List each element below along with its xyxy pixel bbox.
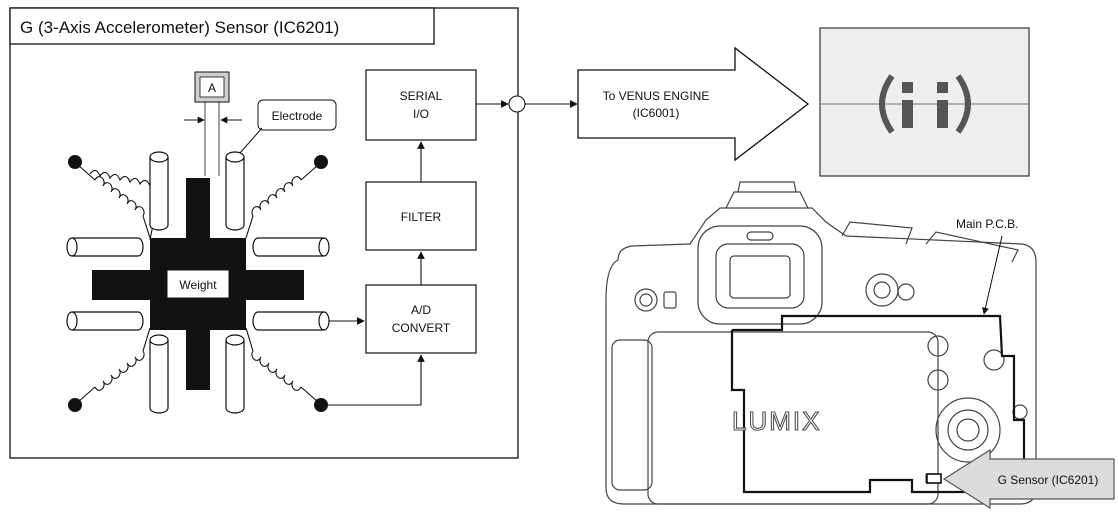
ad-convert-line2: CONVERT xyxy=(392,321,451,335)
spring-coil-icon xyxy=(77,327,151,403)
spring-coil-icon xyxy=(77,164,151,239)
to-venus-line1: To VENUS ENGINE xyxy=(603,89,710,103)
electrode-label: Electrode xyxy=(272,109,323,123)
electrode-cylinders-bottom xyxy=(149,334,245,414)
ad-convert-line1: A/D xyxy=(411,303,431,317)
anchor-dot xyxy=(68,155,82,169)
electrode-leader xyxy=(239,127,263,154)
electrode-label-box xyxy=(257,99,337,131)
filter-label: FILTER xyxy=(401,210,442,224)
weight-label: Weight xyxy=(179,278,217,292)
anchor-dot xyxy=(68,398,82,412)
junction-node xyxy=(508,95,526,113)
to-venus-engine-arrow xyxy=(577,46,810,162)
main-pcb-leader xyxy=(982,235,1003,315)
electrode-cylinders-top xyxy=(149,151,245,231)
anchor-dot xyxy=(314,155,328,169)
label-a: A xyxy=(208,81,216,95)
g-sensor-callout xyxy=(942,448,1115,510)
serial-io-line1: SERIAL xyxy=(400,89,443,103)
spring-coil-icon xyxy=(245,327,319,403)
weight-label-box xyxy=(166,269,230,299)
arrow-anchor-to-ad xyxy=(328,354,425,406)
spring-coil-icon xyxy=(245,164,319,239)
serial-io-line2: I/O xyxy=(413,107,429,121)
g-sensor-chip xyxy=(926,473,942,484)
camera-brand: LUMIX xyxy=(732,406,821,436)
to-venus-line2: (IC6001) xyxy=(633,106,680,120)
g-sensor-label: G Sensor (IC6201) xyxy=(998,473,1099,487)
main-pcb-label: Main P.C.B. xyxy=(956,217,1018,231)
sensor-title: G (3-Axis Accelerometer) Sensor (IC6201) xyxy=(20,18,339,37)
electrode-cylinders-left xyxy=(66,237,144,331)
electrode-cylinders-right xyxy=(252,237,330,331)
anchor-dot xyxy=(314,398,328,412)
ad-convert-block xyxy=(365,284,477,354)
label-a-inner xyxy=(199,76,225,98)
serial-io-block xyxy=(365,69,477,141)
sensor-title-box xyxy=(9,7,435,45)
level-gauge-display-icon xyxy=(819,27,1030,177)
